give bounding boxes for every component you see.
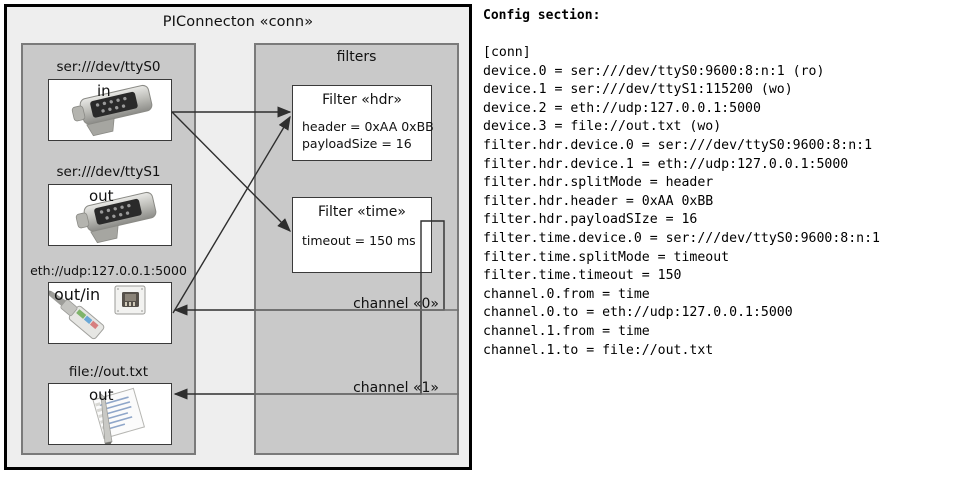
channel-label-1: channel «1» bbox=[353, 380, 439, 396]
device-direction-tag-0: in bbox=[97, 82, 111, 100]
serial-port-icon bbox=[71, 84, 153, 137]
filter-attr-time-0: timeout = 150 ms bbox=[302, 233, 416, 248]
device-box-3[interactable]: out bbox=[48, 383, 172, 445]
filter-box-time[interactable]: Filter «time» timeout = 150 ms bbox=[292, 197, 432, 273]
device-box-2[interactable]: out/in bbox=[48, 282, 172, 344]
ethernet-plug-icon bbox=[49, 285, 146, 340]
filter-attr-hdr-1: payloadSize = 16 bbox=[302, 136, 412, 151]
serial-port-icon bbox=[75, 191, 157, 244]
device-label-2: eth://udp:127.0.0.1:5000 bbox=[30, 263, 187, 278]
device-box-0[interactable]: in bbox=[48, 79, 172, 141]
device-label-1: ser:///dev/ttyS1 bbox=[56, 164, 161, 180]
device-label-0: ser:///dev/ttyS0 bbox=[56, 59, 161, 75]
connector-diagram: PIConnecton «conn» ser:///dev/ttyS0 in bbox=[4, 4, 472, 470]
text-file-icon bbox=[92, 387, 146, 444]
device-direction-tag-2: out/in bbox=[54, 285, 101, 304]
diagram-title: PIConnecton «conn» bbox=[162, 14, 314, 30]
device-box-1[interactable]: out bbox=[48, 184, 172, 246]
filter-attr-hdr-0: header = 0xAA 0xBB bbox=[302, 119, 434, 134]
channel-label-0: channel «0» bbox=[353, 296, 439, 312]
config-lines: [conn] device.0 = ser:///dev/ttyS0:9600:… bbox=[483, 45, 880, 358]
filters-panel-title: filters bbox=[336, 49, 377, 65]
config-heading: Config section: bbox=[483, 8, 601, 23]
filter-name-hdr: Filter «hdr» bbox=[322, 92, 402, 108]
config-section: Config section: [conn] device.0 = ser://… bbox=[481, 0, 964, 484]
device-direction-tag-1: out bbox=[89, 187, 114, 205]
filter-name-time: Filter «time» bbox=[318, 204, 406, 220]
device-direction-tag-3: out bbox=[89, 386, 114, 404]
filter-box-hdr[interactable]: Filter «hdr» header = 0xAA 0xBB payloadS… bbox=[292, 85, 434, 161]
device-label-3: file://out.txt bbox=[68, 364, 149, 380]
